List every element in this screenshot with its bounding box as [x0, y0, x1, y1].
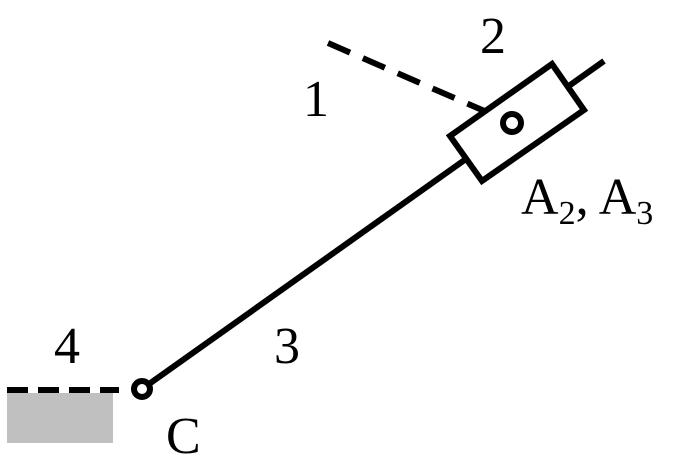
label-joint-a-letter-1: A — [521, 169, 559, 226]
label-link-4: 4 — [54, 318, 80, 375]
ground-block — [7, 393, 113, 443]
label-joint-a-letter-2: A — [599, 169, 637, 226]
label-link-1: 1 — [303, 71, 329, 128]
joint-a-pin — [500, 111, 524, 135]
label-joint-a: A2, A3 — [521, 169, 653, 232]
label-joint-a-subscript-1: 2 — [559, 195, 576, 232]
label-joint-a-separator: , — [576, 169, 599, 226]
label-joint-a-subscript-2: 3 — [636, 195, 653, 232]
link-1-dashed-line — [326, 40, 514, 126]
label-link-3: 3 — [274, 318, 300, 375]
label-joint-c: C — [166, 408, 201, 465]
label-link-2: 2 — [480, 8, 506, 65]
joint-c-pin — [131, 378, 153, 400]
